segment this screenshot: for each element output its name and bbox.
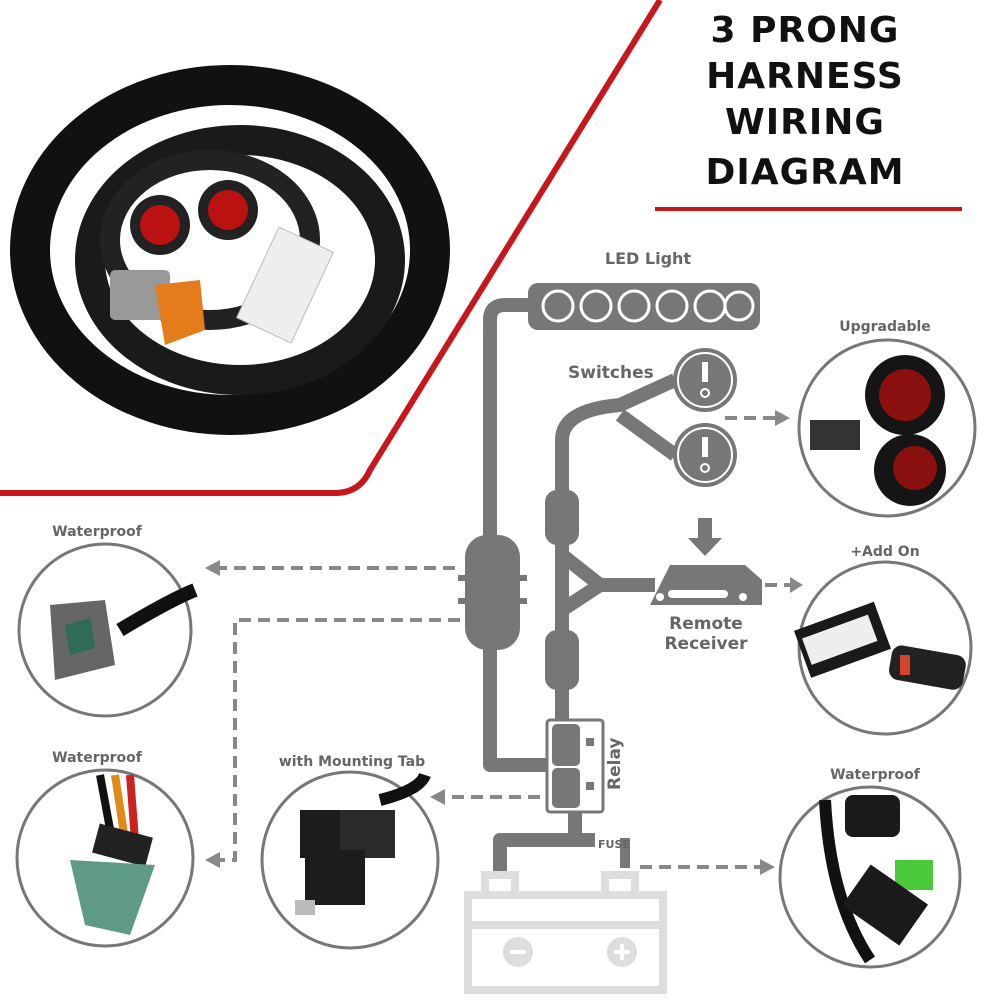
- switch-icon-2: [673, 423, 737, 487]
- battery-icon: [464, 871, 667, 994]
- waterproof-fuse-label: Waterproof: [830, 767, 921, 783]
- led-light-label: LED Light: [605, 249, 692, 268]
- dt-connector-photo-bottom: [15, 768, 195, 948]
- relay-label: Relay: [605, 738, 625, 790]
- dt-connector-photo-top: [17, 542, 198, 718]
- remote-receiver-icon: [650, 518, 762, 605]
- remote-label-1: Remote: [669, 614, 743, 634]
- title-line-2: HARNESS: [706, 56, 904, 97]
- harness-photo: [10, 65, 450, 435]
- add-on-label: +Add On: [850, 544, 919, 560]
- waterproof-left-bottom-label: Waterproof: [52, 750, 143, 766]
- waterproof-left-top-label: Waterproof: [52, 524, 143, 540]
- led-light-icon: [528, 283, 760, 330]
- remote-label-2: Receiver: [664, 634, 748, 654]
- title-line-4: DIAGRAM: [705, 152, 904, 193]
- fuse-label: FUSE: [598, 838, 630, 851]
- relay-connector: [545, 630, 579, 690]
- relay-icon: [545, 718, 605, 814]
- upgradable-switch-photo: [797, 338, 977, 518]
- upgradable-label: Upgradable: [839, 319, 931, 335]
- mounting-tab-label: with Mounting Tab: [279, 754, 425, 770]
- red-divider: [0, 0, 663, 496]
- relay-photo: [260, 770, 440, 950]
- main-connector: [458, 535, 527, 650]
- title-line-1: 3 PRONG: [711, 10, 900, 51]
- fuse-block: [620, 838, 630, 868]
- fuse-holder-photo: [778, 785, 962, 969]
- remote-kit-photo: [793, 560, 973, 736]
- switch-connector: [545, 490, 579, 545]
- arrow-heads: [205, 410, 803, 875]
- dashed-leaders: [220, 416, 790, 869]
- switches-label: Switches: [568, 363, 654, 383]
- wires: [483, 298, 680, 875]
- switch-icon-1: [673, 348, 737, 412]
- title-line-3: WIRING: [725, 102, 885, 143]
